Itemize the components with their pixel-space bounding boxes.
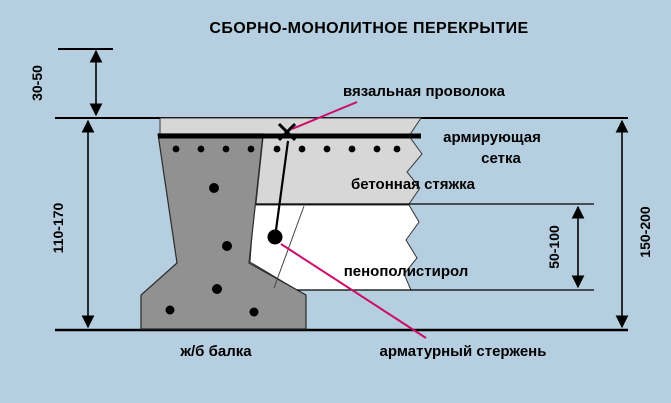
beam-aggregate-dots [165, 183, 259, 317]
diagram-title: СБОРНО-МОНОЛИТНОЕ ПЕРЕКРЫТИЕ [209, 20, 528, 37]
label-binding-wire: вязальная проволока [343, 83, 506, 100]
rebar-dot [267, 229, 283, 245]
rebar-pointer [280, 243, 427, 339]
binding-wire-pointer [291, 101, 358, 130]
mesh-wire-dots [172, 145, 401, 153]
polystyrene-shape [249, 204, 420, 291]
polystyrene-edge-line [273, 205, 305, 289]
label-rc-beam: ж/б балка [179, 343, 252, 360]
binding-wire-line [274, 140, 290, 231]
label-reinforcing-mesh-line1: армирующая [443, 129, 541, 146]
label-concrete-screed: бетонная стяжка [351, 176, 476, 193]
label-rebar-rod: арматурный стержень [380, 343, 547, 360]
dim-label-total-thickness: 150-200 [637, 206, 653, 258]
wire-tie-mark [277, 122, 297, 142]
label-reinforcing-mesh-line2: сетка [481, 150, 521, 167]
dim-label-beam-height: 110-170 [50, 202, 66, 253]
dim-label-polystyrene-thickness: 50-100 [546, 225, 562, 269]
label-polystyrene: пенополистирол [344, 263, 469, 280]
beam-shape [140, 133, 307, 330]
dim-label-screed-above-mesh: 30-50 [29, 65, 45, 101]
